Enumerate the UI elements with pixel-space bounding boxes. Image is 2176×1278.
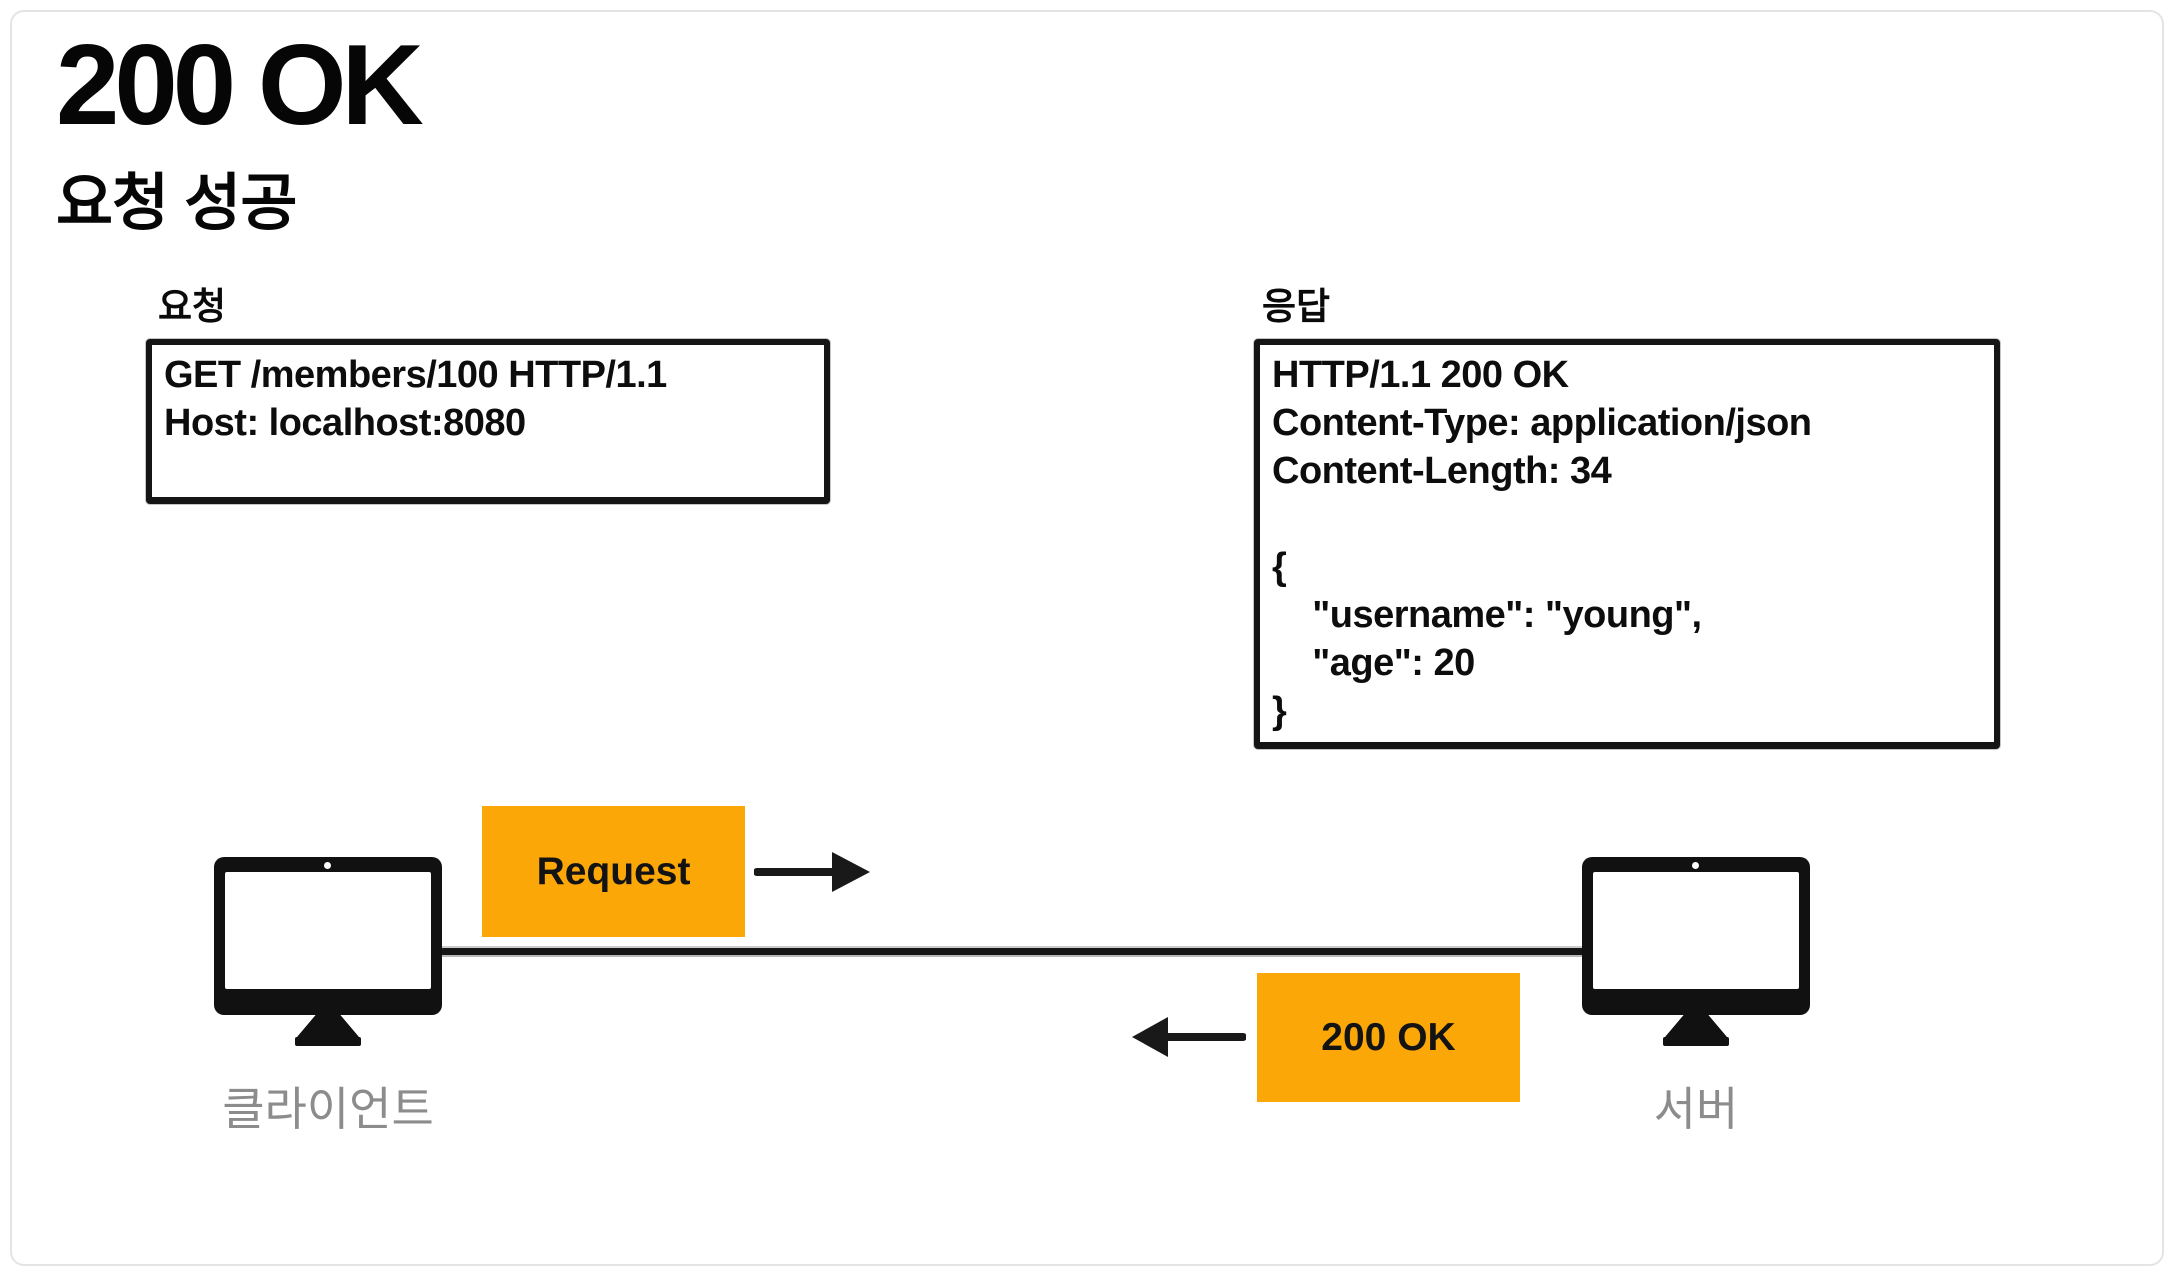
client-monitor-icon [214, 857, 442, 1015]
arrow-right-icon [754, 852, 870, 892]
code-line: GET /members/100 HTTP/1.1 [164, 354, 667, 396]
request-panel-label: 요청 [158, 286, 227, 327]
server-label: 서버 [1653, 1083, 1739, 1135]
code-line: } [1272, 690, 1287, 732]
slide-card: 200 OK 요청 성공 요청 GET /members/100 HTTP/1.… [10, 10, 2164, 1266]
response-panel-box: HTTP/1.1 200 OK Content-Type: application… [1254, 339, 2000, 749]
code-line: Host: localhost:8080 [164, 402, 526, 444]
page-subtitle: 요청 성공 [56, 169, 297, 238]
camera-dot-icon [1692, 862, 1699, 869]
server-monitor-screen [1593, 872, 1799, 989]
response-badge: 200 OK [1257, 973, 1520, 1102]
code-line [1272, 495, 1982, 543]
server-device: 서버 [1582, 857, 1810, 1157]
server-monitor-icon [1582, 857, 1810, 1015]
response-http-message: HTTP/1.1 200 OK Content-Type: application… [1260, 345, 1994, 741]
response-panel-label: 응답 [1262, 286, 1331, 327]
code-line: Content-Type: application/json [1272, 402, 1812, 444]
code-line: Content-Length: 34 [1272, 450, 1612, 492]
client-monitor-screen [225, 872, 431, 989]
monitor-stand-neck [297, 1015, 359, 1037]
monitor-stand-base [295, 1037, 361, 1046]
client-device: 클라이언트 [214, 857, 442, 1157]
arrow-left-icon [1132, 1017, 1246, 1057]
monitor-stand-base [1663, 1037, 1729, 1046]
client-label: 클라이언트 [222, 1083, 434, 1135]
network-connection-line [440, 948, 1586, 955]
monitor-stand-neck [1665, 1015, 1727, 1037]
code-line: HTTP/1.1 200 OK [1272, 354, 1569, 396]
code-line: { [1272, 546, 1287, 588]
code-line: "username": "young", [1272, 594, 1702, 636]
request-badge: Request [482, 806, 745, 937]
page-title: 200 OK [56, 22, 424, 149]
camera-dot-icon [324, 862, 331, 869]
code-line: "age": 20 [1272, 642, 1475, 684]
